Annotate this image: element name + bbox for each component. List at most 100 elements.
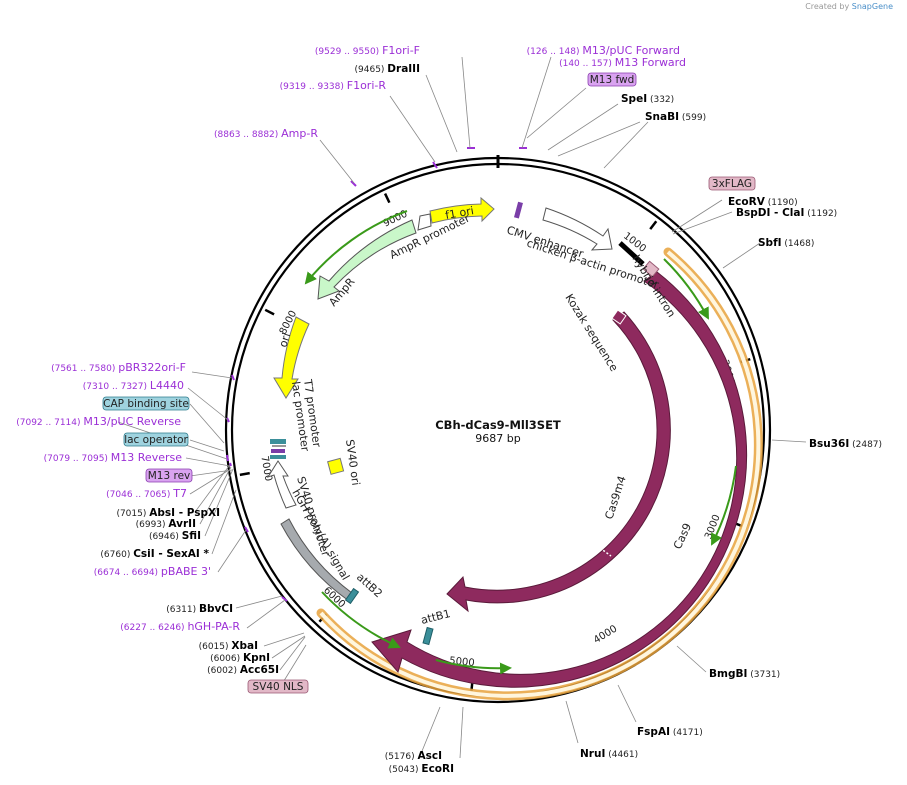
f1-ori-arrow[interactable] (429, 196, 495, 224)
enzyme-name: SexAI (166, 548, 200, 560)
primer-range: (126 .. 148) (527, 47, 583, 57)
enzyme-site-label: (6006) KpnI (210, 652, 270, 664)
enzyme-position: (6002) (207, 666, 240, 676)
primer-range: (6227 .. 6246) (120, 623, 187, 633)
leader-lines (117, 56, 807, 759)
3xflag-feature[interactable] (642, 260, 660, 278)
feature-label: Cas9m4 (602, 474, 628, 521)
enzyme-site-label: (5176) AscI (385, 750, 442, 762)
primer-label: (9319 .. 9338) F1ori-R (280, 79, 387, 92)
enzyme-name: BbvCI (199, 603, 233, 615)
enzyme-position: (6006) (210, 654, 243, 664)
enzyme-name: SpeI (621, 93, 647, 105)
primer-range: (9529 .. 9550) (315, 47, 382, 57)
enzyme-position: (7015) (116, 509, 149, 519)
primer-range: (9319 .. 9338) (280, 82, 347, 92)
boxed-label-bg (123, 432, 189, 447)
enzyme-site-label: SbfI (1468) (758, 237, 814, 249)
ruler-tick (264, 308, 275, 316)
enzyme-position: (9465) (355, 65, 388, 75)
enzyme-name: Acc65I (240, 664, 279, 676)
enzyme-site-label: FspAI (4171) (637, 726, 703, 738)
attb1-feature[interactable] (422, 626, 434, 646)
enzyme-site-label: NruI (4461) (580, 748, 638, 760)
ampr-feature-arrow[interactable] (317, 219, 417, 300)
enzyme-site-label: (6002) Acc65I (207, 664, 279, 676)
feature-label: f1 ori (444, 204, 475, 222)
snapgene-credit: Created by SnapGene (805, 2, 893, 11)
enzyme-separator: - (155, 548, 167, 560)
attb2-feature[interactable] (344, 587, 360, 605)
feature-label: attB2 (354, 571, 385, 601)
enzyme-site-label: (6993) AvrII (136, 518, 196, 530)
sv40-promoter-arrow[interactable] (266, 460, 297, 509)
boxed-label: M13 fwd (590, 74, 635, 86)
primer-name: F1ori-F (382, 44, 420, 57)
hybrid-intron-bar[interactable] (618, 241, 645, 266)
enzyme-site-label: (6015) XbaI (199, 640, 258, 652)
enzyme-name: KpnI (243, 652, 270, 664)
ruler-tick (239, 471, 250, 477)
primer-range: (140 .. 157) (559, 59, 615, 69)
boxed-label-bg (587, 72, 637, 87)
boxed-label-bg (145, 468, 193, 483)
enzyme-name: SnaBI (645, 111, 679, 123)
feature-label: Kozak sequence (562, 292, 620, 374)
primer-label: (140 .. 157) M13 Forward (559, 56, 686, 69)
cas9m4-feature-arrow[interactable] (446, 311, 671, 613)
primer-name: hGH-PA-R (187, 620, 240, 633)
primer-label: (7092 .. 7114) M13/pUC Reverse (16, 415, 181, 428)
enzyme-site-label: SpeI (332) (621, 93, 674, 105)
enzyme-name: ClaI (782, 207, 804, 219)
enzyme-site-label: (6760) CsiI - SexAI * (100, 548, 209, 560)
enzyme-name: AbsI (149, 507, 175, 519)
enzyme-separator: - (175, 507, 187, 519)
kozak-marker (611, 309, 627, 325)
enzyme-site-label: (9465) DraIII (355, 63, 421, 75)
primer-name: T7 (172, 487, 187, 500)
enzyme-name: BmgBI (709, 668, 747, 680)
primer-label: (7046 .. 7065) T7 (106, 487, 187, 500)
enzyme-name: XbaI (231, 640, 258, 652)
enzyme-position: (1468) (782, 239, 815, 249)
enzyme-site-label: (7015) AbsI - PspXI (116, 507, 220, 519)
enzyme-name: FspAI (637, 726, 670, 738)
enzyme-site-label: (6311) BbvCI (166, 603, 233, 615)
enzyme-position: (6993) (136, 520, 169, 530)
sv40-ori-feature[interactable] (327, 457, 345, 475)
ori-feature-arrow[interactable] (273, 316, 310, 399)
enzyme-position: (5043) (389, 765, 422, 775)
enzyme-position: (6760) (100, 550, 133, 560)
enzyme-position: (1192) (804, 209, 837, 219)
primer-range: (7046 .. 7065) (106, 490, 173, 500)
primer-label: (7561 .. 7580) pBR322ori-F (51, 361, 186, 374)
ampr-promoter-arrow[interactable] (417, 213, 432, 231)
enzyme-name: PspXI (187, 507, 220, 519)
enzyme-position: (6015) (199, 642, 232, 652)
ruler-tick (383, 193, 391, 204)
enzyme-site-label: BmgBI (3731) (709, 668, 780, 680)
primer-range: (7079 .. 7095) (44, 454, 111, 464)
enzyme-site-label: EcoRV (1190) (728, 196, 798, 208)
enzyme-site-label: Bsu36I (2487) (809, 438, 882, 450)
enzyme-position: (6311) (166, 605, 199, 615)
primer-name: M13 Forward (615, 56, 686, 69)
feature-label: Cas9 (671, 521, 694, 551)
primer-label: (7079 .. 7095) M13 Reverse (44, 451, 183, 464)
plasmid-name: CBh-dCas9-Mll3SET (435, 418, 561, 432)
boxed-label: M13 rev (148, 470, 191, 482)
cmv-enhancer-arrow[interactable] (542, 207, 613, 251)
direction-arrows (304, 210, 737, 675)
boxed-label: 3xFLAG (712, 178, 752, 190)
primer-label: (6227 .. 6246) hGH-PA-R (120, 620, 240, 633)
boxed-label: lac operator (124, 434, 188, 446)
primer-name: M13/pUC Forward (582, 44, 680, 57)
primer-label: (7310 .. 7327) L4440 (83, 379, 184, 392)
boxed-label: CAP binding site (103, 398, 189, 410)
enzyme-name: EcoRV (728, 196, 766, 208)
enzyme-name: BspDI (736, 207, 770, 219)
boxed-label: SV40 NLS (253, 681, 304, 693)
enzyme-position: (3731) (747, 670, 780, 680)
boxed-label-bg (708, 176, 756, 191)
